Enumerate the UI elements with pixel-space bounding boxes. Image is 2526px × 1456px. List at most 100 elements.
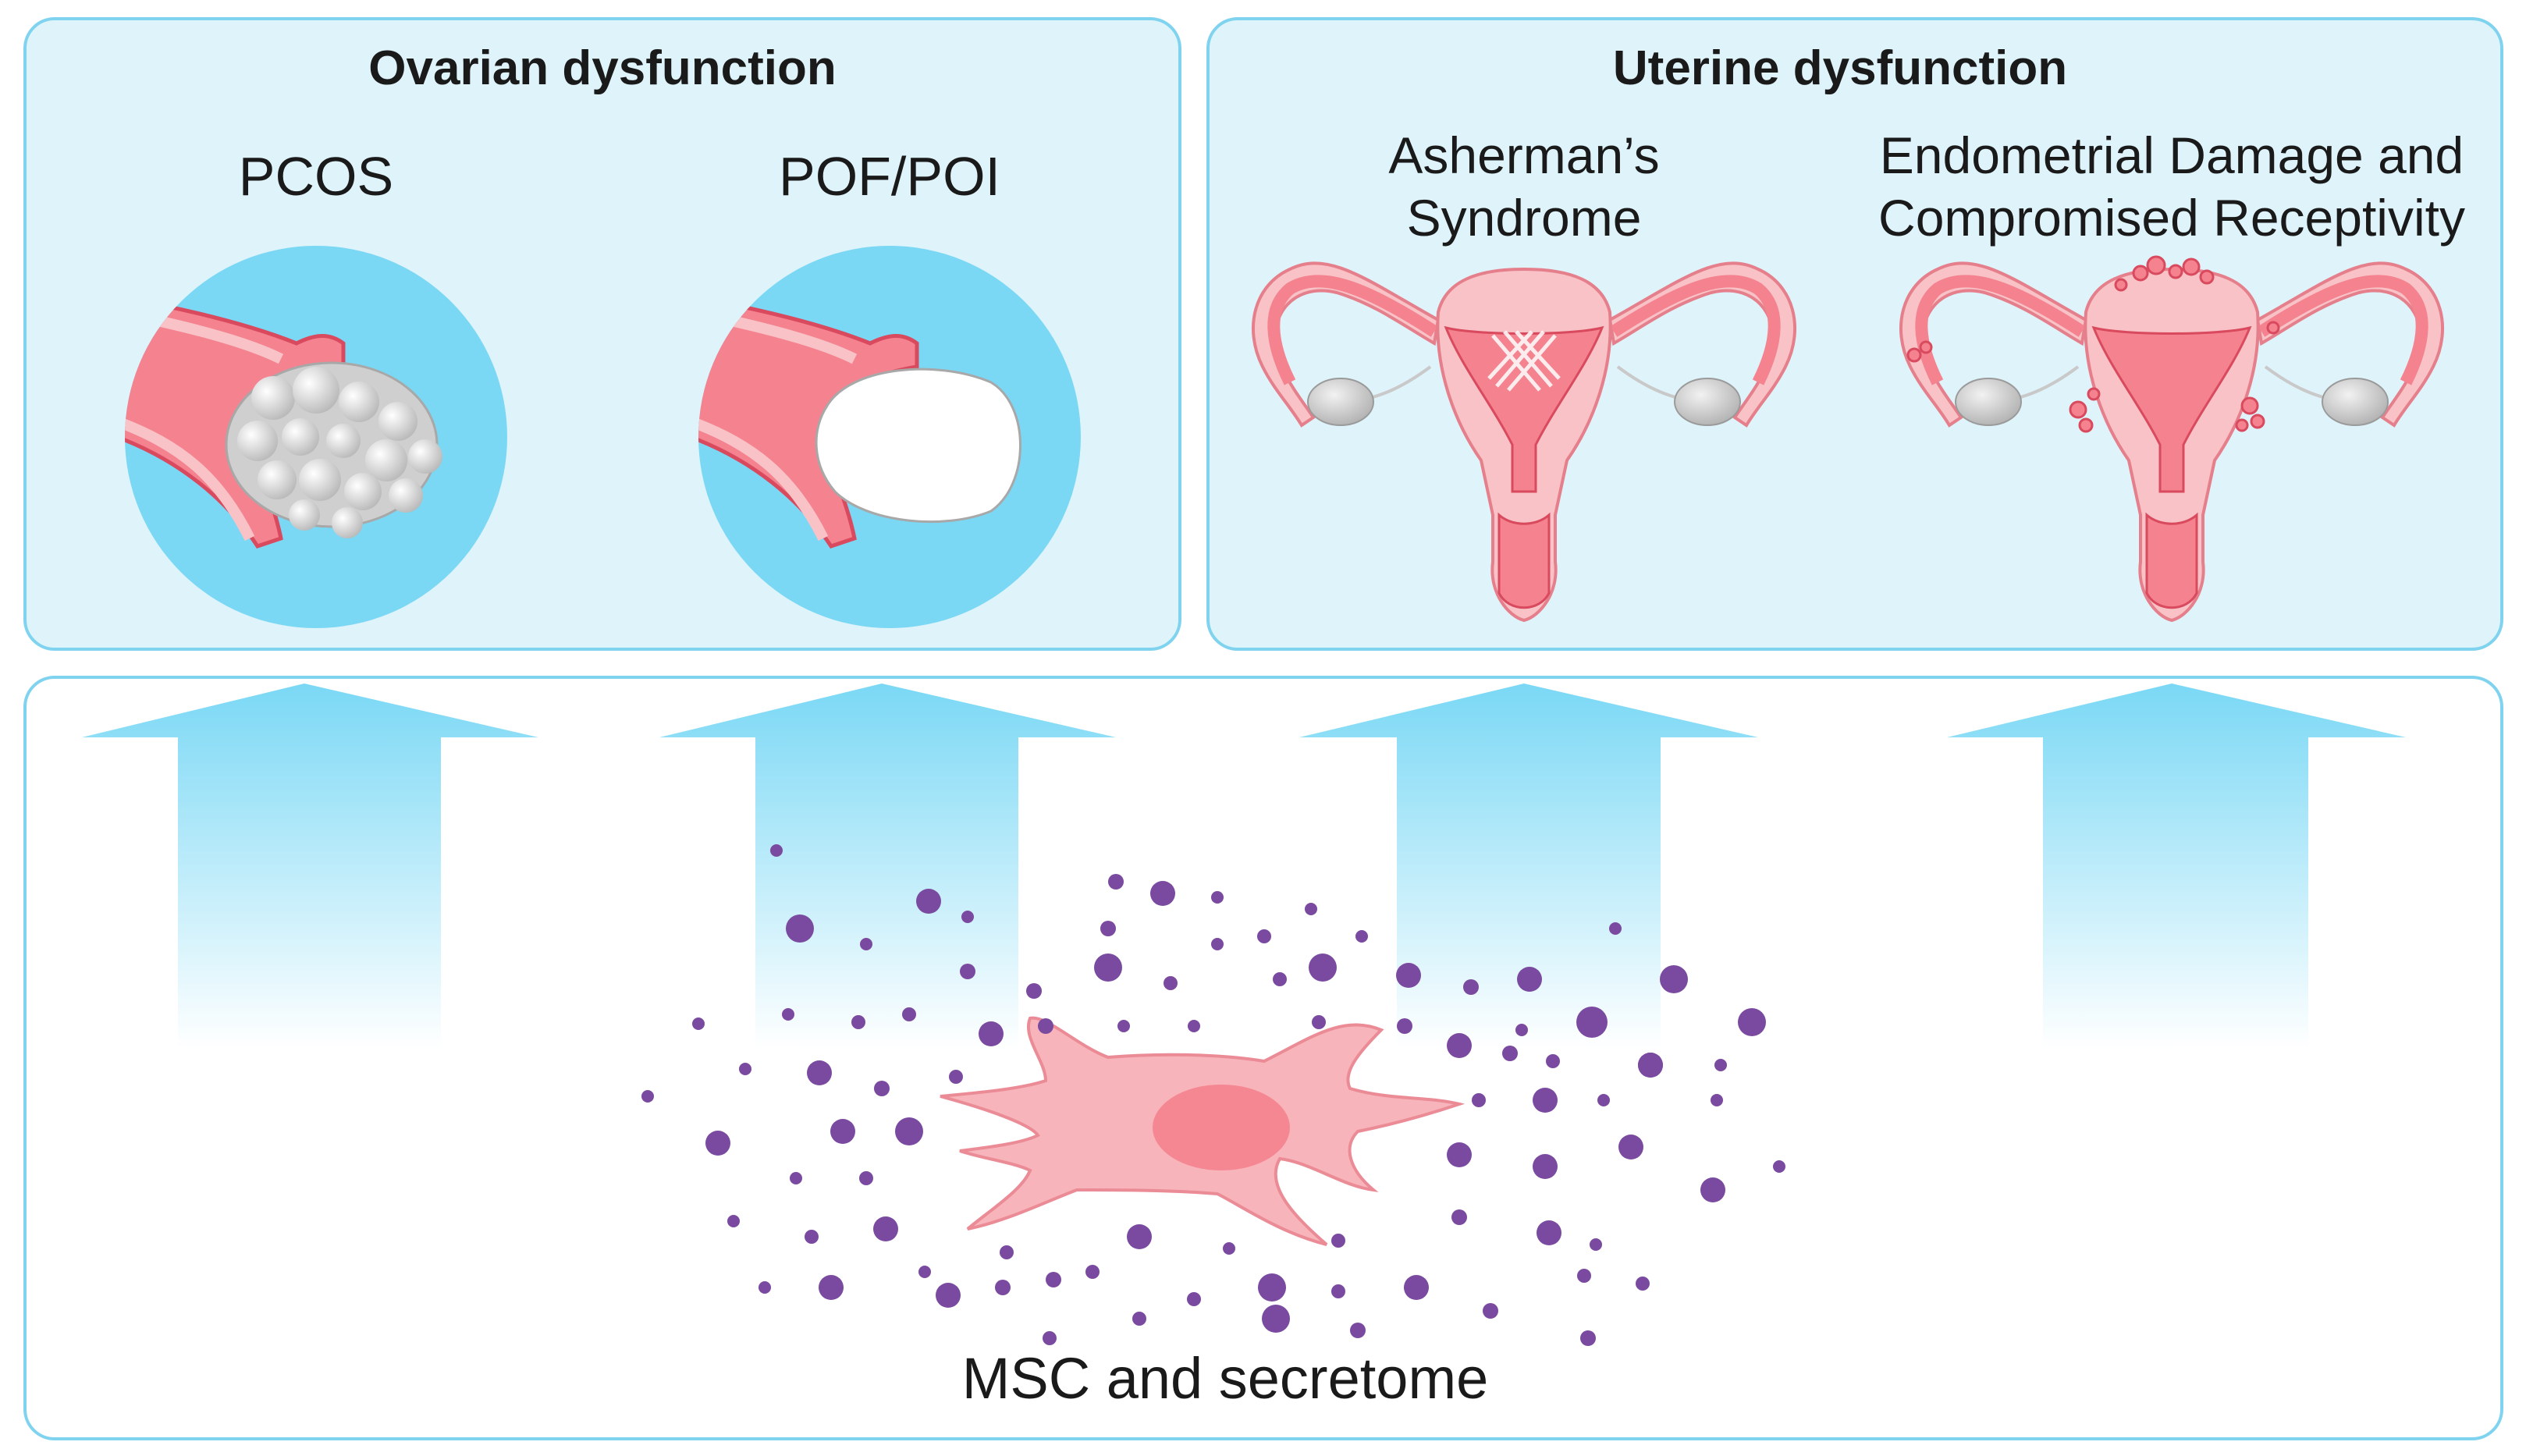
vesicle-dot bbox=[902, 1007, 916, 1021]
vesicle-dot bbox=[859, 1171, 873, 1185]
vesicle-dot bbox=[1546, 1054, 1560, 1068]
up-arrow-4 bbox=[1947, 684, 2406, 1049]
vesicle-dot bbox=[1517, 967, 1542, 992]
up-arrow-3 bbox=[1299, 684, 1758, 1049]
up-arrow-2 bbox=[659, 684, 1116, 1049]
vesicle-dot bbox=[1638, 1053, 1663, 1078]
uterine-dysfunction-panel: Uterine dysfunction Asherman’s Syndrome … bbox=[1206, 17, 2503, 651]
vesicle-dot bbox=[1533, 1088, 1558, 1113]
vesicle-dot bbox=[1258, 1273, 1286, 1302]
vesicle-dot bbox=[1223, 1242, 1235, 1255]
vesicle-dot bbox=[1150, 881, 1175, 906]
vesicle-dot bbox=[782, 1008, 794, 1021]
vesicle-dot bbox=[1262, 1305, 1290, 1333]
vesicle-dot bbox=[1355, 930, 1368, 943]
vesicle-dot bbox=[1590, 1238, 1602, 1251]
vesicle-dot bbox=[805, 1230, 819, 1244]
vesicle-dot bbox=[705, 1131, 730, 1156]
vesicle-dot bbox=[1618, 1135, 1643, 1159]
vesicle-dot bbox=[1515, 1024, 1528, 1036]
msc-nucleus bbox=[1153, 1085, 1290, 1170]
vesicle-dot bbox=[979, 1021, 1004, 1046]
vesicle-dot bbox=[918, 1266, 931, 1278]
follicle-cluster bbox=[237, 367, 442, 538]
vesicle-dot bbox=[1026, 983, 1042, 999]
vesicle-dot bbox=[1472, 1093, 1486, 1107]
vesicle-dot bbox=[995, 1280, 1011, 1295]
vesicle-dot bbox=[936, 1283, 961, 1308]
vesicle-dot bbox=[1309, 954, 1337, 982]
uterine-panel-title: Uterine dysfunction bbox=[1613, 41, 2067, 95]
vesicle-dot bbox=[1451, 1209, 1467, 1225]
vesicle-dot bbox=[1537, 1220, 1561, 1245]
vesicle-dot bbox=[1773, 1160, 1785, 1173]
vesicle-dot bbox=[1187, 1292, 1201, 1306]
vesicle-dot bbox=[1117, 1020, 1130, 1032]
vesicle-dot bbox=[1660, 965, 1688, 993]
vesicle-dot bbox=[1447, 1142, 1472, 1167]
secretome-vesicles bbox=[641, 844, 1785, 1346]
vesicle-dot bbox=[1211, 891, 1224, 904]
msc-secretome-label: MSC and secretome bbox=[962, 1346, 1489, 1411]
vesicle-dot bbox=[960, 964, 975, 979]
ashermans-label-line1: Asherman’s bbox=[1388, 126, 1659, 184]
vesicle-dot bbox=[1046, 1272, 1061, 1287]
endometrial-label-line2: Compromised Receptivity bbox=[1878, 189, 2465, 247]
vesicle-dot bbox=[807, 1060, 832, 1085]
vesicle-dot bbox=[1188, 1020, 1200, 1032]
vesicle-dot bbox=[641, 1090, 654, 1103]
vesicle-dot bbox=[895, 1117, 923, 1145]
vesicle-dot bbox=[873, 1216, 898, 1241]
vesicle-dot bbox=[1533, 1154, 1558, 1179]
vesicle-dot bbox=[1108, 874, 1124, 890]
vesicle-dot bbox=[1094, 954, 1122, 982]
vesicle-dot bbox=[1396, 963, 1421, 988]
vesicle-dot bbox=[1350, 1323, 1366, 1338]
vesicle-dot bbox=[916, 889, 941, 914]
ashermans-label-line2: Syndrome bbox=[1407, 189, 1642, 247]
vesicle-dot bbox=[874, 1081, 890, 1096]
endometrial-uterus-illustration bbox=[1899, 255, 2445, 623]
vesicle-dot bbox=[759, 1281, 771, 1294]
vesicle-dot bbox=[1312, 1015, 1326, 1029]
ovarian-dysfunction-panel: Ovarian dysfunction PCOS POF/POI bbox=[23, 17, 1181, 651]
vesicle-dot bbox=[1038, 1018, 1053, 1034]
vesicle-dot bbox=[1576, 1007, 1608, 1038]
ashermans-uterus-illustration bbox=[1251, 261, 1797, 623]
vesicle-dot bbox=[1502, 1046, 1518, 1061]
uterine-panel-background bbox=[1206, 17, 2503, 651]
vesicle-dot bbox=[1273, 972, 1287, 986]
vesicle-dot bbox=[790, 1172, 802, 1184]
vesicle-dot bbox=[1257, 929, 1271, 943]
endometrial-label-line1: Endometrial Damage and bbox=[1880, 126, 2464, 184]
vesicle-dot bbox=[1043, 1331, 1057, 1345]
vesicle-dot bbox=[1127, 1224, 1152, 1249]
vesicle-dot bbox=[1714, 1059, 1727, 1071]
vesicle-dot bbox=[1577, 1269, 1591, 1283]
up-arrow-1 bbox=[82, 684, 538, 1049]
vesicle-dot bbox=[1164, 976, 1178, 990]
vesicle-dot bbox=[819, 1275, 844, 1300]
vesicle-dot bbox=[770, 844, 783, 857]
pcos-ovary-illustration bbox=[125, 246, 507, 628]
vesicle-dot bbox=[1331, 1284, 1345, 1298]
vesicle-dot bbox=[1132, 1312, 1146, 1326]
vesicle-dot bbox=[1700, 1177, 1725, 1202]
vesicle-dot bbox=[1609, 922, 1622, 935]
pcos-label: PCOS bbox=[239, 146, 393, 207]
msc-secretome-panel: MSC and secretome bbox=[23, 676, 2503, 1440]
vesicle-dot bbox=[1085, 1265, 1100, 1279]
vesicle-dot bbox=[1463, 979, 1479, 995]
vesicle-dot bbox=[1404, 1275, 1429, 1300]
vesicle-dot bbox=[851, 1015, 865, 1029]
pof-poi-ovary-illustration bbox=[698, 246, 1081, 628]
vesicle-dot bbox=[786, 914, 814, 943]
vesicle-dot bbox=[1331, 1234, 1345, 1248]
vesicle-dot bbox=[1636, 1277, 1650, 1291]
vesicle-dot bbox=[1397, 1018, 1412, 1034]
vesicle-dot bbox=[1000, 1245, 1014, 1259]
vesicle-dot bbox=[1597, 1094, 1610, 1106]
vesicle-dot bbox=[1211, 938, 1224, 950]
ovarian-panel-title: Ovarian dysfunction bbox=[368, 41, 836, 95]
vesicle-dot bbox=[1580, 1330, 1596, 1346]
